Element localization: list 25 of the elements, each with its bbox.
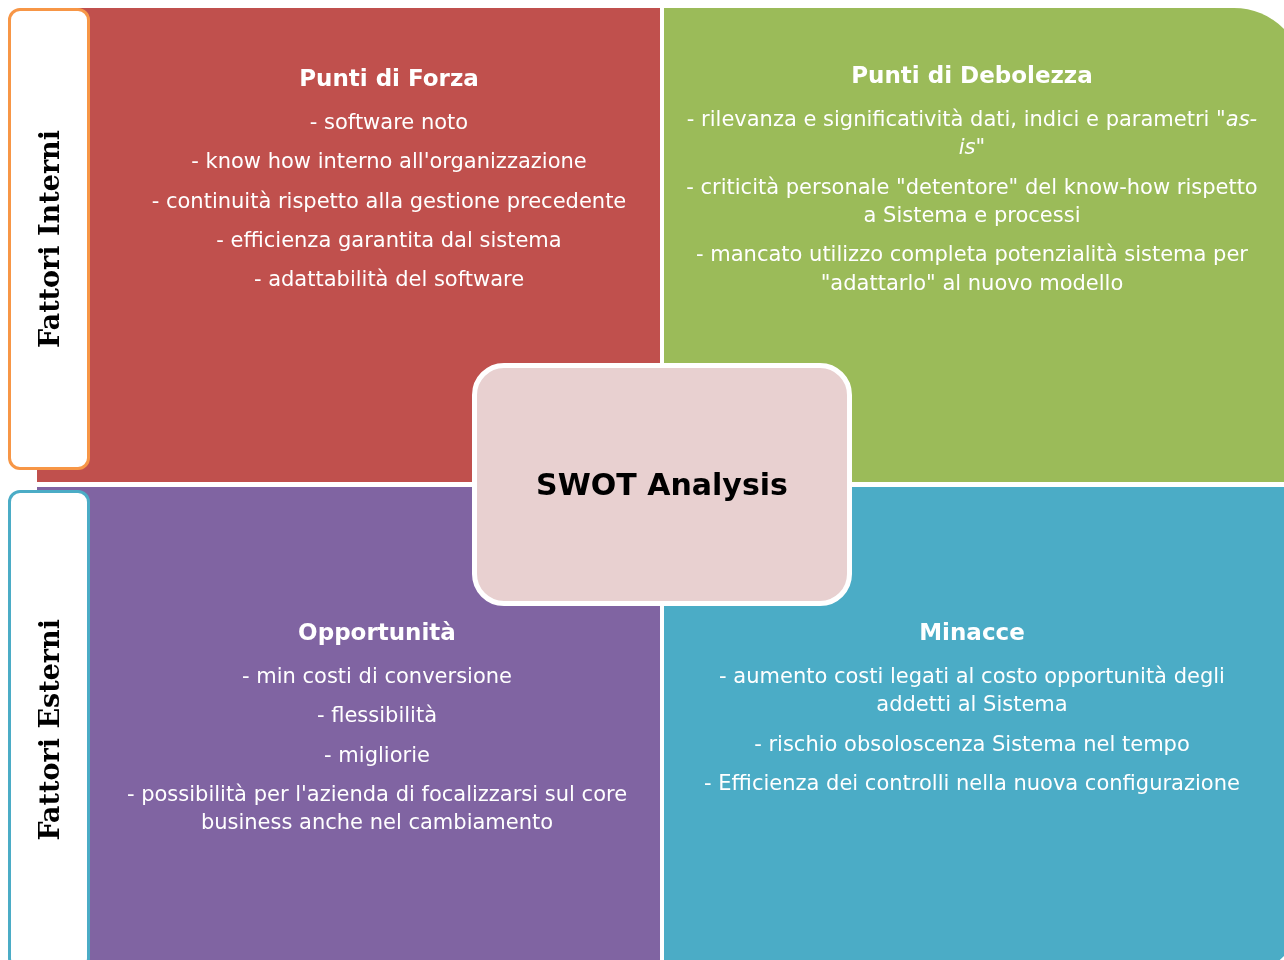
side-band [8, 490, 90, 960]
list-item: - criticità personale "detentore" del know-how rispetto a Sistema e processi [685, 173, 1259, 230]
side-band [8, 8, 90, 470]
panel-heading: Punti di Debolezza [850, 61, 1094, 90]
list-item: - aumento costi legati al costo opportunità degli addetti al Sistema [718, 663, 1226, 719]
list-item: - efficienza garantita dal sistema [215, 227, 563, 255]
center-box [472, 363, 852, 606]
list-item: - flessibilità [315, 702, 439, 730]
list-item: - adattabilità del software [252, 266, 526, 294]
list-item: - rischio obsoloscenza Sistema nel tempo [753, 730, 1191, 758]
list-item: - migliorie [323, 741, 431, 769]
list-item: - know how interno all'organizzazione [190, 148, 588, 176]
panel-heading: Minacce [918, 618, 1026, 647]
list-item: - software noto [308, 109, 470, 137]
list-item: - mancato utilizzo completa potenzialità sistema per "adattarlo" al nuovo modello [695, 241, 1249, 297]
panel-heading: Punti di Forza [298, 64, 480, 93]
list-item: - rilevanza e significatività dati, indici e parametri "as-is" [685, 106, 1259, 162]
list-item: - possibilità per l'azienda di focalizzarsi sul core business anche nel cambiamento [125, 781, 629, 837]
list-item: - continuità rispetto alla gestione precedente [150, 187, 628, 215]
list-item: - Efficienza dei controlli nella nuova configurazione [703, 770, 1241, 798]
list-item: - min costi di conversione [241, 663, 513, 691]
band-label: Fattori Esterni [33, 619, 65, 841]
center-title: SWOT Analysis [536, 467, 788, 502]
band-label: Fattori Interni [33, 129, 65, 348]
panel-heading: Opportunità [297, 618, 457, 647]
